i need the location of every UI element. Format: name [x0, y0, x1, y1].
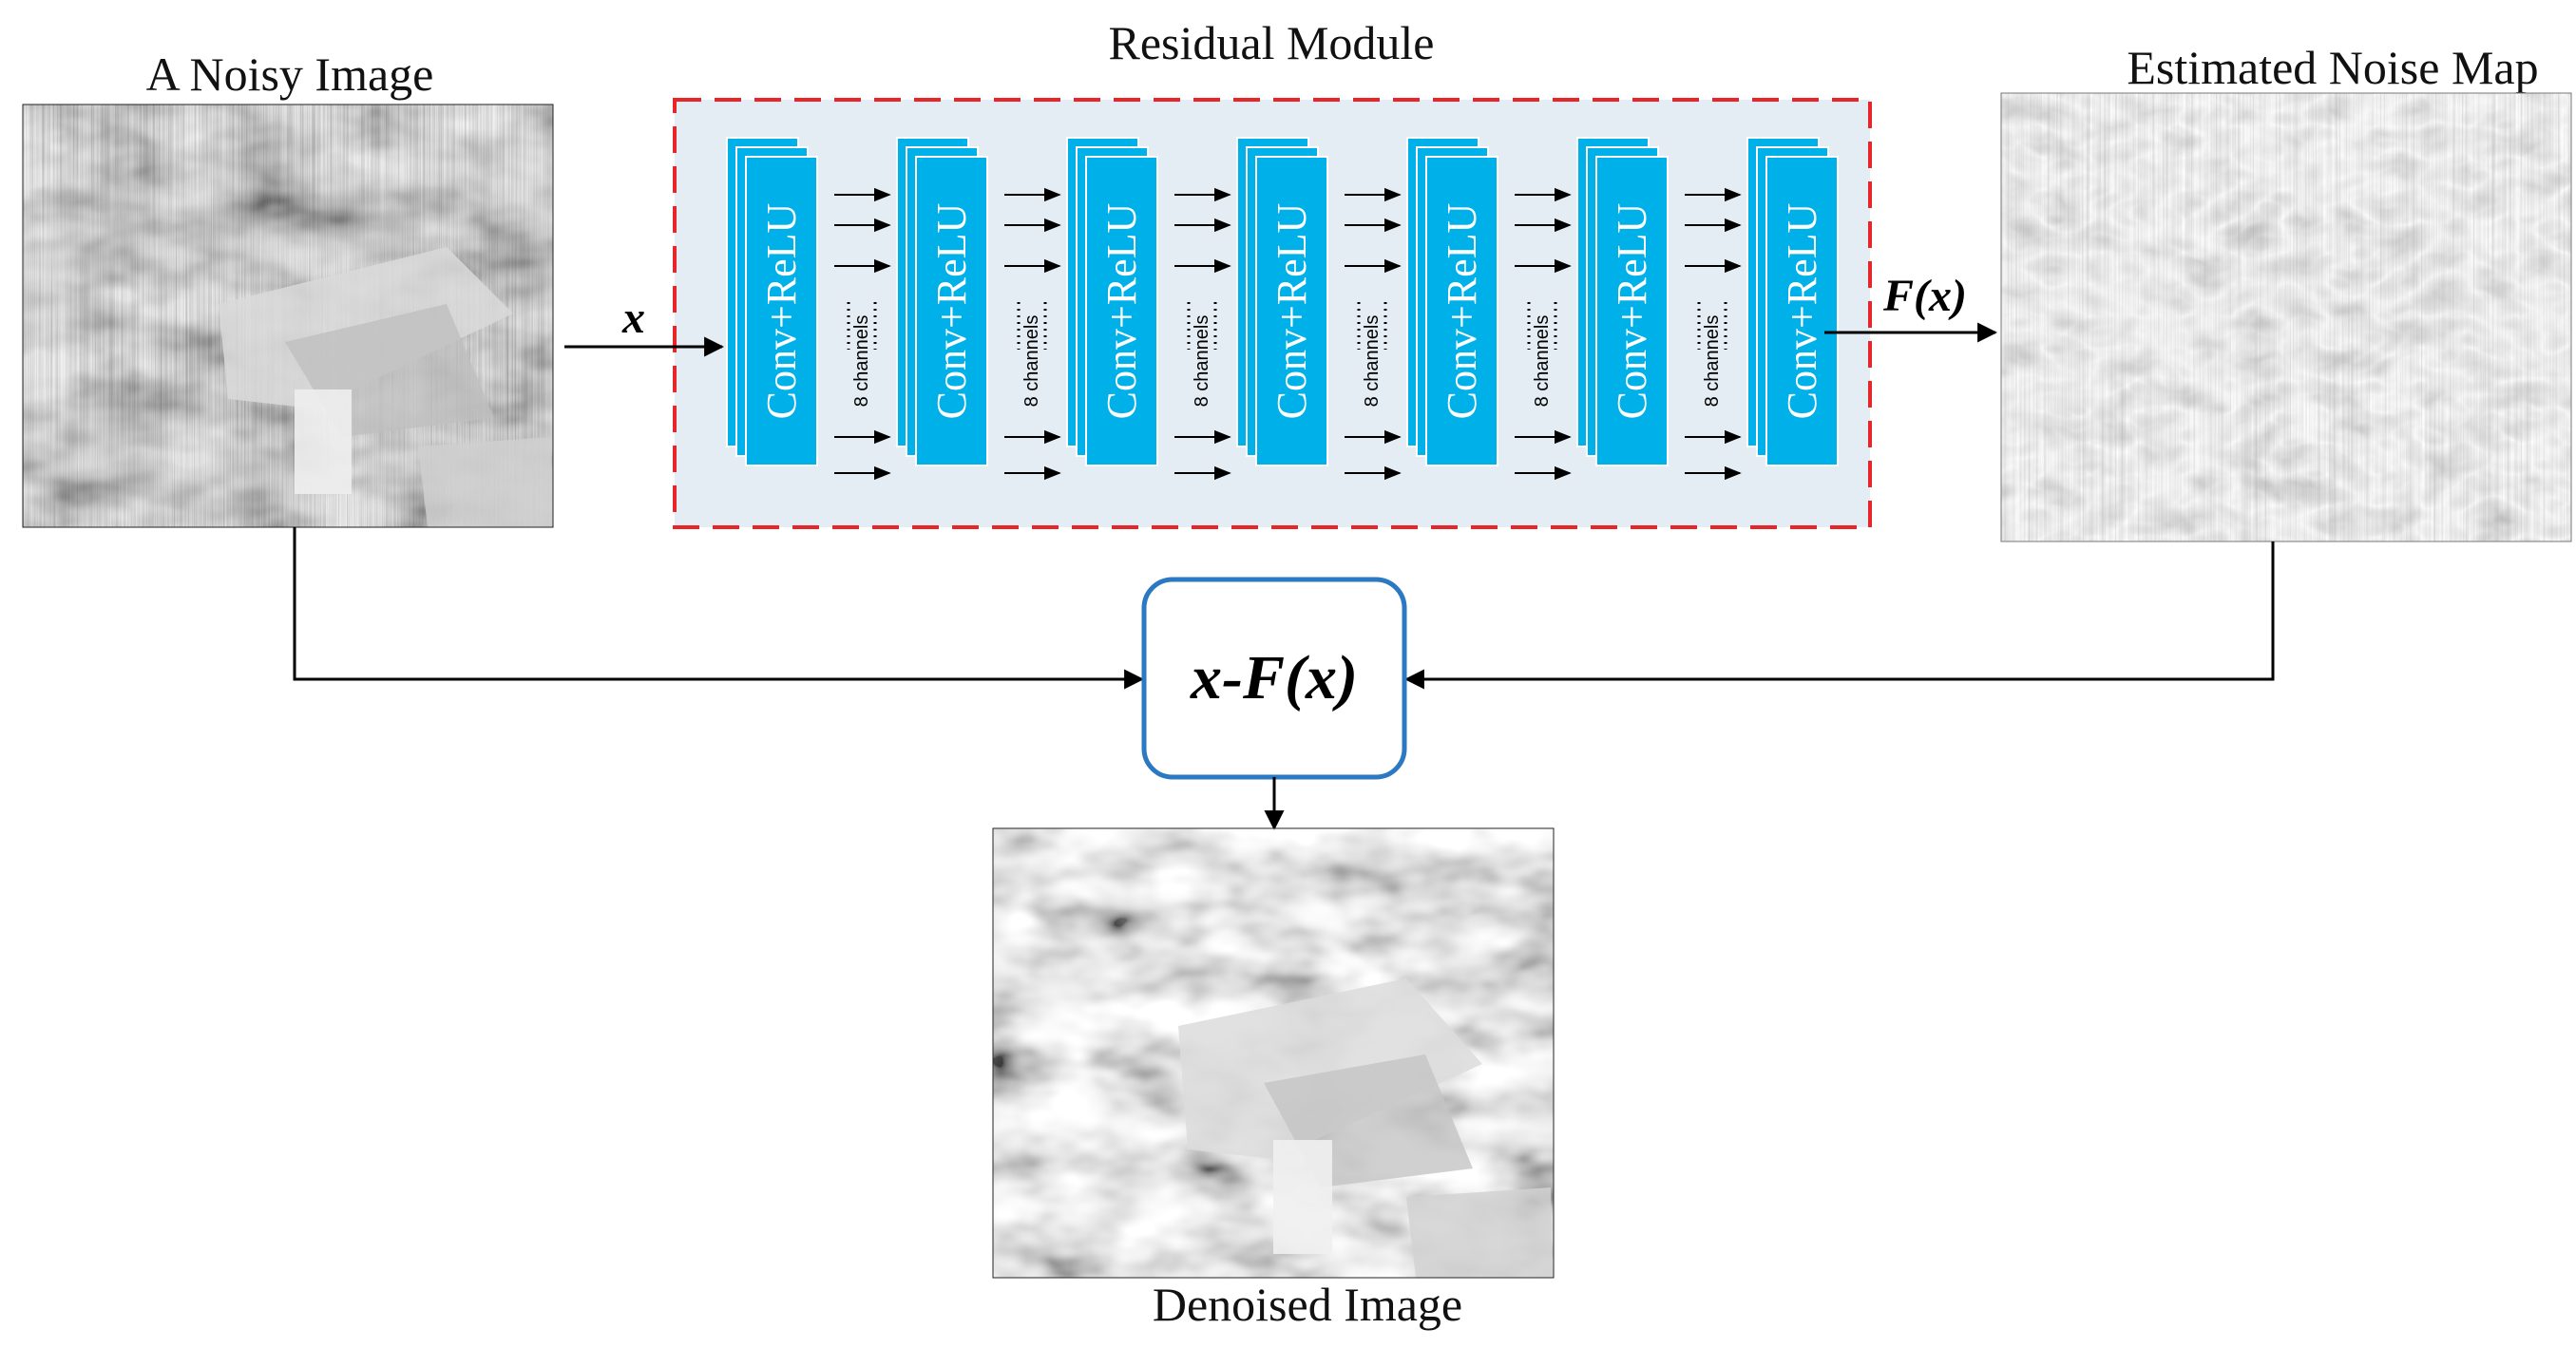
skip-connection-input	[293, 527, 1145, 690]
conv-relu-layer: Conv+ReLU	[1236, 137, 1328, 466]
conv-relu-layer: Conv+ReLU	[1066, 137, 1158, 466]
conv-relu-label: Conv+ReLU	[1779, 203, 1825, 420]
residual-module: Conv+ReLU Conv+ReLU Conv+ReLU Conv+ReLU Conv…	[673, 98, 1872, 529]
channels-label: 8 channels	[1021, 315, 1042, 408]
noise-map-image	[2000, 92, 2572, 542]
conv-relu-layer: Conv+ReLU	[726, 137, 818, 466]
channel-connection: 8 channels	[1004, 187, 1061, 481]
channel-connection: 8 channels	[834, 187, 891, 481]
conv-relu-label: Conv+ReLU	[1269, 203, 1315, 420]
channels-label: 8 channels	[1362, 315, 1383, 408]
conv-relu-label: Conv+ReLU	[1609, 203, 1655, 420]
channel-connection: 8 channels	[1345, 187, 1402, 481]
channel-connection: 8 channels	[1515, 187, 1572, 481]
denoised-image-title: Denoised Image	[1153, 1278, 1462, 1331]
skip-connection-noise-map	[1403, 541, 2275, 690]
noisy-image	[22, 104, 554, 528]
channels-label: 8 channels	[1192, 315, 1212, 408]
conv-relu-label: Conv+ReLU	[758, 203, 805, 420]
conv-relu-layer: Conv+ReLU	[896, 137, 988, 466]
noise-map-title: Estimated Noise Map	[2127, 41, 2538, 94]
residual-output-label: F(x)	[1882, 271, 1967, 321]
residual-module-title: Residual Module	[1108, 16, 1434, 69]
conv-relu-label: Conv+ReLU	[1098, 203, 1145, 420]
channel-connection: 8 channels	[1685, 187, 1742, 481]
conv-relu-layer: Conv+ReLU	[1576, 137, 1669, 466]
input-label: x	[621, 293, 645, 343]
channel-connection: 8 channels	[1174, 187, 1231, 481]
channels-label: 8 channels	[1702, 315, 1723, 408]
denoised-image	[992, 827, 1555, 1279]
noisy-image-title: A Noisy Image	[146, 47, 434, 101]
channels-label: 8 channels	[1532, 315, 1553, 408]
channels-label: 8 channels	[851, 315, 872, 408]
subtraction-node: x-F(x)	[1141, 577, 1407, 780]
conv-relu-label: Conv+ReLU	[1439, 203, 1485, 420]
subtraction-label: x-F(x)	[1190, 643, 1358, 712]
conv-relu-layer: Conv+ReLU	[1406, 137, 1498, 466]
conv-relu-label: Conv+ReLU	[928, 203, 975, 420]
conv-relu-layer: Conv+ReLU	[1746, 137, 1839, 466]
